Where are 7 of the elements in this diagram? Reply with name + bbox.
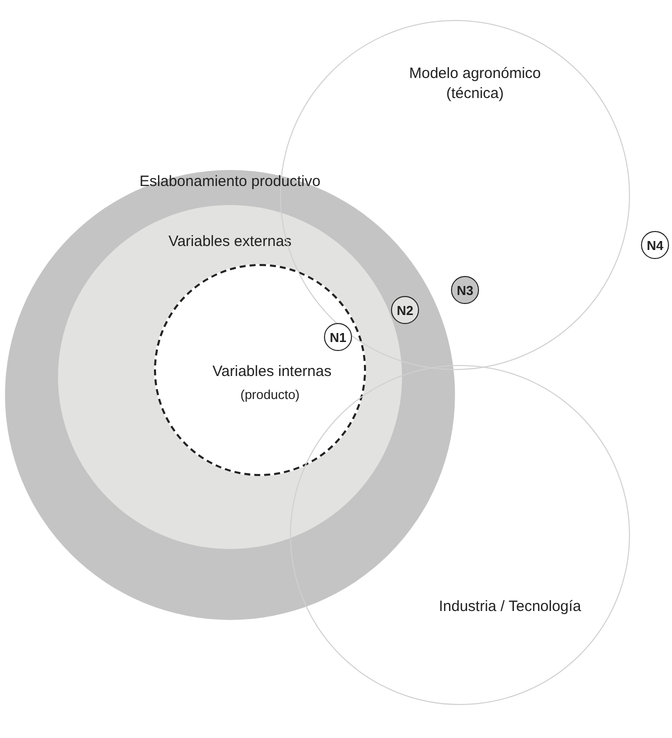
circle-label: Variables internas	[212, 362, 332, 382]
circle-label: Industria / Tecnología	[438, 597, 582, 616]
circle-label: Variables externas	[168, 232, 292, 252]
circle-label: (producto)	[240, 387, 300, 404]
circle-label: Eslabonamiento productivo	[140, 172, 320, 192]
node-marker: N4	[641, 231, 669, 259]
circle-label: Modelo agronómico (técnica)	[408, 64, 542, 103]
